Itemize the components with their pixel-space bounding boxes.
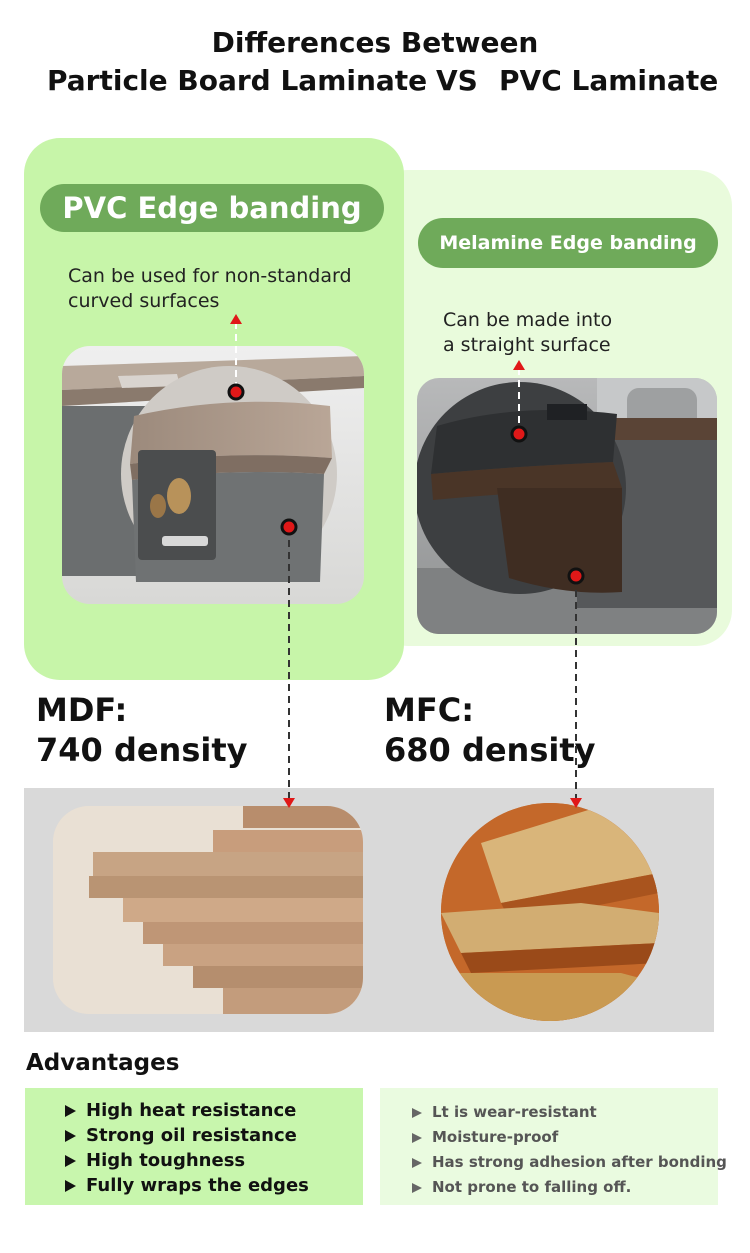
play-triangle-icon xyxy=(65,1180,76,1192)
play-triangle-icon xyxy=(65,1105,76,1117)
mdf-density-value: 740 density xyxy=(36,731,248,769)
list-item: Has strong adhesion after bonding xyxy=(412,1150,727,1175)
pvc-note: Can be used for non-standard curved surf… xyxy=(68,264,388,314)
melamine-edge-banding-pill: Melamine Edge banding xyxy=(418,218,718,268)
melamine-desk-photo xyxy=(417,378,717,634)
melamine-advantages-list: Lt is wear-resistant Moisture-proof Has … xyxy=(412,1100,727,1200)
play-triangle-icon xyxy=(412,1158,422,1168)
mdf-label: MDF: xyxy=(36,691,128,729)
play-triangle-icon xyxy=(412,1108,422,1118)
mdf-density: MDF: 740 density xyxy=(36,690,248,770)
advantages-title: Advantages xyxy=(26,1050,180,1076)
play-triangle-icon xyxy=(65,1130,76,1142)
mfc-density-value: 680 density xyxy=(384,731,596,769)
pvc-advantages: High heat resistance Strong oil resistan… xyxy=(25,1088,363,1205)
list-item: Fully wraps the edges xyxy=(65,1173,309,1198)
list-item: High heat resistance xyxy=(65,1098,309,1123)
list-item: High toughness xyxy=(65,1148,309,1173)
mfc-board-photo xyxy=(441,803,659,1021)
melamine-advantages: Lt is wear-resistant Moisture-proof Has … xyxy=(380,1088,727,1205)
left-title: Particle Board Laminate xyxy=(47,64,428,97)
page-title: Differences Between xyxy=(211,26,539,59)
mdf-board-photo xyxy=(53,806,363,1014)
pvc-advantages-list: High heat resistance Strong oil resistan… xyxy=(65,1098,309,1198)
melamine-note-line2: a straight surface xyxy=(443,334,611,356)
list-item: Lt is wear-resistant xyxy=(412,1100,727,1125)
pvc-note-line1: Can be used for non-standard xyxy=(68,265,352,287)
melamine-note: Can be made into a straight surface xyxy=(443,308,723,358)
play-triangle-icon xyxy=(65,1155,76,1167)
list-item: Strong oil resistance xyxy=(65,1123,309,1148)
list-item: Moisture-proof xyxy=(412,1125,727,1150)
mfc-density: MFC: 680 density xyxy=(384,690,596,770)
pvc-edge-banding-pill: PVC Edge banding xyxy=(40,184,384,232)
play-triangle-icon xyxy=(412,1133,422,1143)
right-title: PVC Laminate xyxy=(499,64,719,97)
vs-label: VS xyxy=(436,64,478,97)
list-item: Not prone to falling off. xyxy=(412,1175,727,1200)
melamine-note-line1: Can be made into xyxy=(443,309,613,331)
pvc-desk-photo xyxy=(62,346,364,604)
mfc-label: MFC: xyxy=(384,691,474,729)
pvc-note-line2: curved surfaces xyxy=(68,290,220,312)
play-triangle-icon xyxy=(412,1183,422,1193)
